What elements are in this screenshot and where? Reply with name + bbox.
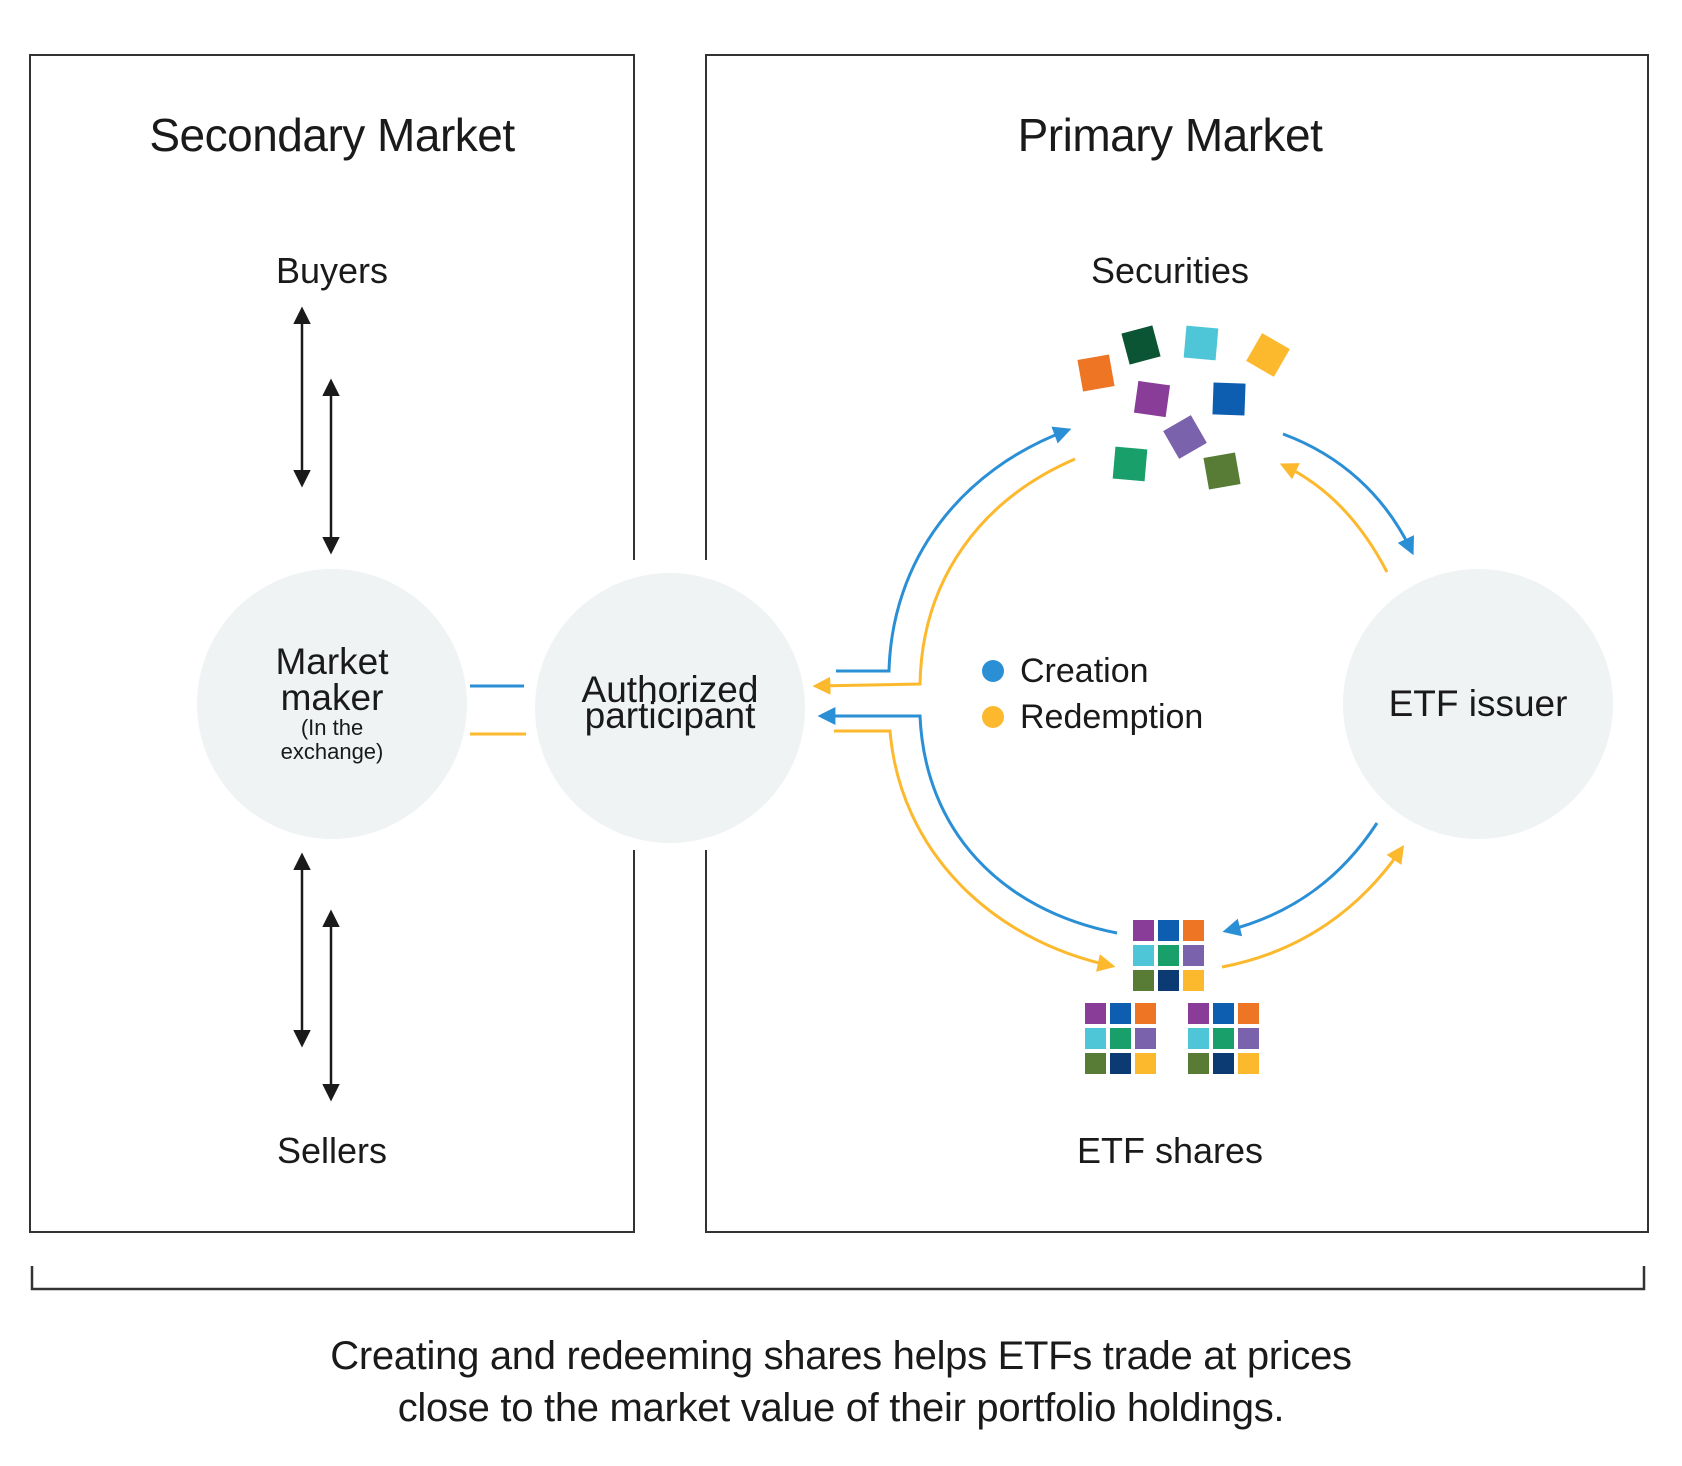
creation-arrow-issuer-to-shares	[1222, 822, 1379, 937]
etf-share-cell	[1133, 920, 1154, 941]
caption-line1: Creating and redeeming shares helps ETFs…	[330, 1334, 1352, 1378]
etf-share-cell	[1135, 1003, 1156, 1024]
market-maker-sub1: (In the	[300, 715, 364, 740]
etf-share-cell	[1110, 1003, 1131, 1024]
etf-share-cell	[1110, 1053, 1131, 1074]
securities-squares	[1077, 325, 1290, 490]
security-square	[1212, 382, 1246, 416]
creation-dot-icon	[982, 660, 1004, 682]
sellers-label: Sellers	[276, 1130, 388, 1171]
etf-share-cell	[1213, 1003, 1234, 1024]
market-maker-line2: maker	[280, 677, 384, 718]
secondary-market-title: Secondary Market	[149, 109, 515, 161]
authorized-participant-node: Authorized participant	[535, 573, 805, 843]
legend-label: Creation	[1020, 651, 1149, 690]
etf-share-cell	[1238, 1003, 1259, 1024]
etf-share-cell	[1085, 1053, 1106, 1074]
buyers-label: Buyers	[275, 250, 389, 291]
market-maker-node: Market maker (In the exchange)	[197, 569, 467, 839]
creation-arrow-securities-to-issuer	[1282, 432, 1414, 556]
redemption-arrow-ap-to-shares	[834, 729, 1116, 972]
ap-line1: Authorized	[581, 669, 759, 710]
etf-share-cell	[1085, 1003, 1106, 1024]
ap-line2: participant	[584, 695, 756, 736]
security-square	[1133, 380, 1171, 418]
security-square	[1246, 333, 1290, 377]
etf-share-cell	[1188, 1028, 1209, 1049]
creation-arrow-shares-to-ap	[817, 707, 1118, 935]
etf-share-cell	[1133, 945, 1154, 966]
etf-share-cell	[1110, 1028, 1131, 1049]
legend-item-creation: Creation	[982, 648, 1203, 694]
legend: Creation Redemption	[982, 648, 1203, 740]
etf-share-cell	[1183, 970, 1204, 991]
redemption-arrow-shares-to-issuer	[1221, 845, 1405, 969]
primary-market-title: Primary Market	[1017, 109, 1323, 161]
legend-item-redemption: Redemption	[982, 694, 1203, 740]
bottom-bracket	[30, 1266, 1646, 1291]
caption-line2: close to the market value of their portf…	[397, 1386, 1285, 1430]
etf-share-cell	[1238, 1028, 1259, 1049]
caption: Creating and redeeming shares helps ETFs…	[0, 1330, 1682, 1434]
etf-share-cell	[1135, 1053, 1156, 1074]
etf-share-cell	[1158, 945, 1179, 966]
security-square	[1077, 354, 1115, 392]
security-square	[1163, 415, 1207, 459]
redemption-dot-icon	[982, 706, 1004, 728]
redemption-arrow-securities-to-ap	[812, 457, 1076, 695]
creation-arrow-ap-to-securities	[836, 426, 1072, 673]
etf-share-grid	[1133, 920, 1204, 991]
etf-share-cell	[1183, 920, 1204, 941]
etf-share-cell	[1135, 1028, 1156, 1049]
etf-share-cell	[1188, 1003, 1209, 1024]
security-square	[1203, 452, 1241, 490]
securities-label: Securities	[1090, 250, 1250, 291]
etf-issuer-label: ETF issuer	[1388, 683, 1568, 724]
security-square	[1183, 325, 1219, 361]
etf-share-cell	[1158, 920, 1179, 941]
market-maker-sub2: exchange)	[280, 739, 384, 764]
etf-issuer-node: ETF issuer	[1343, 569, 1613, 839]
etf-share-cell	[1238, 1053, 1259, 1074]
security-square	[1112, 446, 1148, 482]
security-square	[1121, 325, 1161, 365]
etf-share-grid	[1188, 1003, 1259, 1074]
etf-share-cell	[1085, 1028, 1106, 1049]
market-maker-line1: Market	[275, 641, 389, 682]
etf-share-cell	[1213, 1053, 1234, 1074]
etf-share-cell	[1183, 945, 1204, 966]
etf-share-cell	[1158, 970, 1179, 991]
legend-label: Redemption	[1020, 697, 1204, 736]
etf-shares-label: ETF shares	[1076, 1130, 1264, 1171]
etf-share-cell	[1213, 1028, 1234, 1049]
etf-share-cell	[1133, 970, 1154, 991]
etf-share-cell	[1188, 1053, 1209, 1074]
etf-share-grids	[1085, 920, 1259, 1074]
redemption-arrow-issuer-to-securities	[1279, 463, 1389, 573]
etf-share-grid	[1085, 1003, 1156, 1074]
